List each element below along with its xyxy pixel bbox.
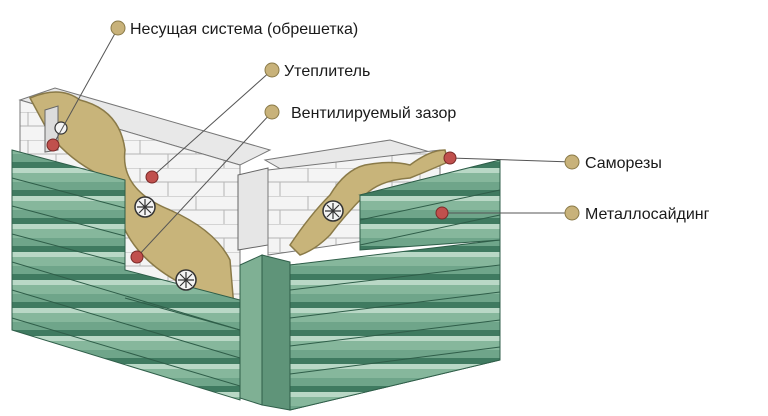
label-insulation: Утеплитель (284, 63, 370, 80)
screw-icon (322, 200, 344, 222)
marker-gap (130, 250, 144, 264)
right-siding-lower (289, 239, 501, 411)
label-gap: Вентилируемый зазор (291, 105, 456, 122)
screw-icon (175, 269, 197, 291)
marker-frame (46, 138, 60, 152)
right-siding-lines (289, 189, 501, 375)
marker-insulation (145, 170, 159, 184)
leader-lines (52, 27, 573, 258)
callout-dots (110, 20, 580, 221)
marker-screws (443, 151, 457, 165)
label-screws: Саморезы (585, 155, 662, 172)
corner-post (239, 254, 263, 406)
label-frame: Несущая система (обрешетка) (130, 21, 358, 38)
screw-icon (134, 196, 156, 218)
markers (46, 138, 457, 264)
marker-siding (435, 206, 449, 220)
label-siding: Металлосайдинг (585, 206, 710, 223)
corner-post-face (261, 254, 291, 411)
left-siding-lines (11, 177, 241, 387)
corner-frame (237, 167, 269, 251)
